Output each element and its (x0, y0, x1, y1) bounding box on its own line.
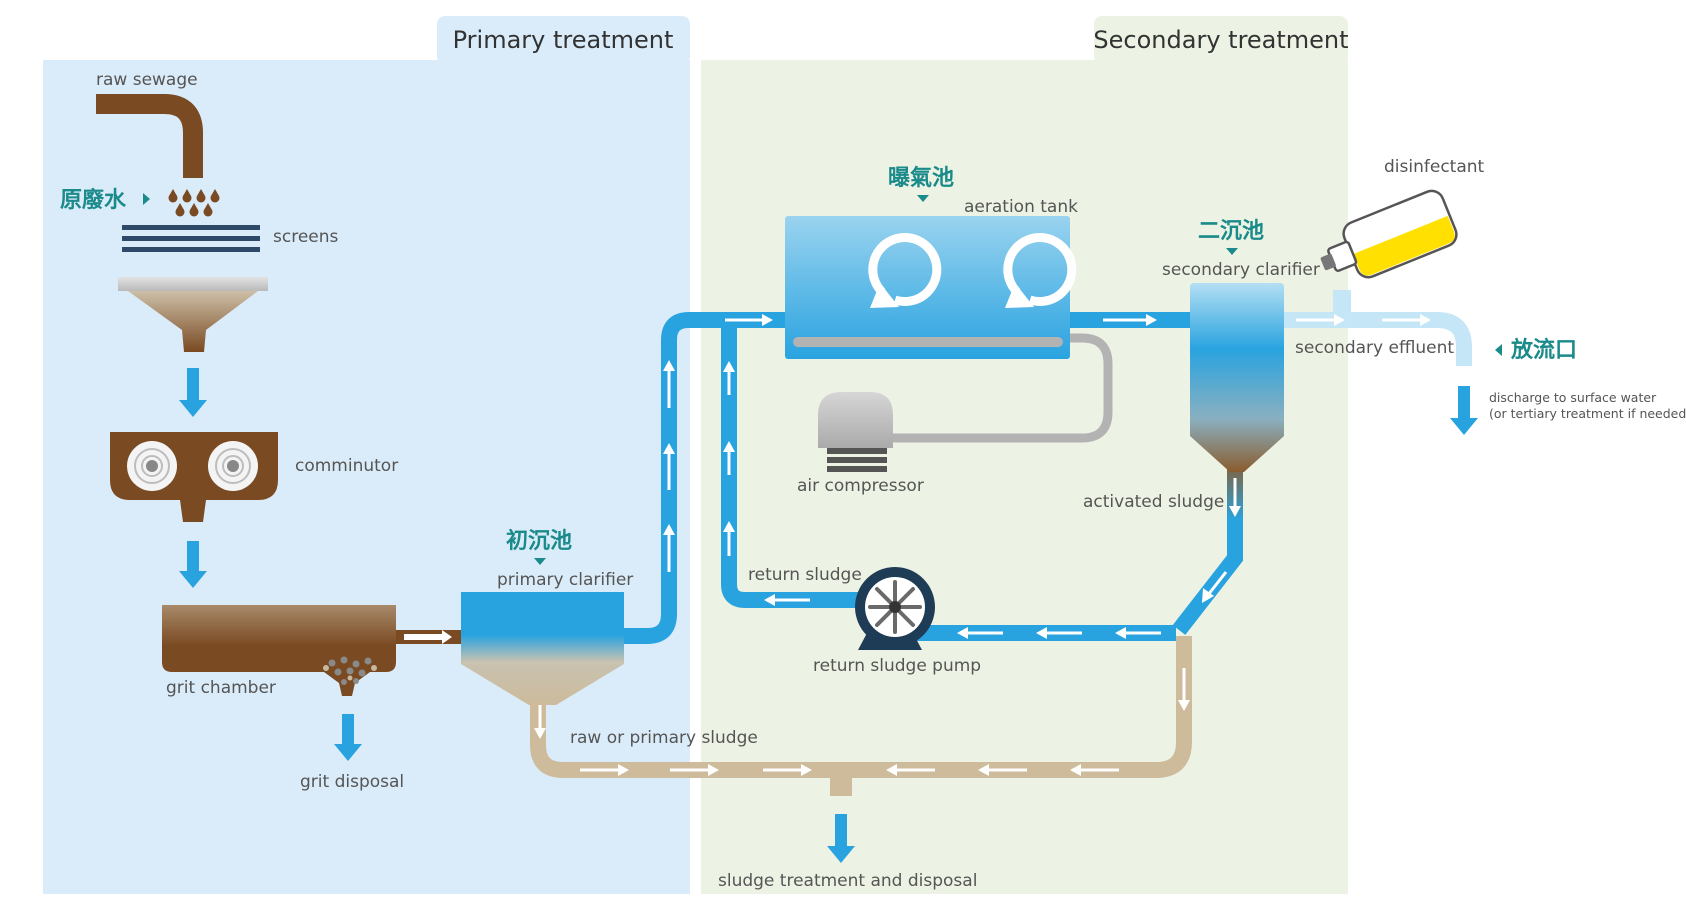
flow-arrow-left-6 (978, 764, 1027, 776)
flow-arrow-to-grit-disposal (334, 714, 362, 761)
waste-sludge-pipe (530, 636, 1192, 778)
comminutor-label: comminutor (295, 456, 398, 476)
air-hose (798, 333, 1113, 443)
return-sludge-label: return sludge (748, 565, 862, 585)
secondary-clarifier-zh-label: 二沉池 (1198, 219, 1264, 244)
return-sludge-pipe (721, 320, 860, 608)
screens-label: screens (273, 227, 339, 247)
primary-clarifier-pointer-icon (534, 558, 546, 565)
flow-arrow-right-7 (763, 764, 812, 776)
flow-arrow-up-5 (723, 441, 735, 475)
discharge-label-line2: (or tertiary treatment if needed) (1489, 406, 1686, 421)
pipe-flow-arrows (534, 314, 1431, 776)
grit-chamber-label: grit chamber (166, 678, 276, 698)
aeration-tank-zh-label: 曝氣池 (888, 165, 954, 191)
return-sludge-pump-label: return sludge pump (813, 656, 981, 676)
mixing-arrow-icon-2 (1003, 233, 1077, 308)
aeration-diffuser (793, 337, 1063, 347)
sludge-outlet (830, 770, 852, 796)
grit-disposal-label: grit disposal (300, 772, 404, 792)
aeration-tank-pointer-icon (917, 195, 929, 202)
secondary-clarifier-pointer-icon (1226, 248, 1238, 255)
raw-sewage-zh-label: 原廢水 (60, 187, 127, 213)
flow-arrow-down-3 (534, 705, 546, 739)
flow-arrow-grit-to-clarifier (404, 630, 452, 644)
primary-section-title: Primary treatment (453, 26, 674, 54)
flow-arrow-up-4 (723, 521, 735, 556)
discharge-label-line1: discharge to surface water (1489, 390, 1657, 405)
flow-arrow-right-4 (1382, 314, 1431, 326)
activated-sludge-label: activated sludge (1083, 492, 1224, 512)
primary-clarifier-zh-label: 初沉池 (506, 528, 572, 554)
flow-arrow-up-6 (723, 361, 735, 395)
flow-arrow-left-1 (764, 594, 810, 606)
secondary-clarifier-tank (1190, 283, 1284, 472)
secondary-effluent-label: secondary effluent (1295, 338, 1454, 358)
disinfectant-label: disinfectant (1384, 157, 1485, 177)
flow-arrow-right-1 (725, 314, 773, 326)
sludge-treatment-label: sludge treatment and disposal (718, 871, 977, 891)
flow-arrow-to-sludge-treatment (827, 814, 855, 863)
flow-arrow-up-1 (663, 524, 675, 572)
disinfectant-inlet (1333, 290, 1351, 316)
secondary-clarifier-label: secondary clarifier (1162, 260, 1320, 280)
flow-arrow-discharge (1450, 386, 1478, 435)
outfall-pointer-icon (1495, 344, 1502, 356)
primary-clarifier-label: primary clarifier (497, 570, 633, 590)
flow-arrow-to-grit-chamber (179, 541, 207, 588)
mixing-arrow-icon-1 (868, 233, 942, 308)
flow-arrow-diag-1 (1202, 571, 1228, 603)
disinfectant-bottle-icon (1320, 189, 1458, 279)
flow-arrow-left-7 (1070, 764, 1119, 776)
screen-funnel-icon (118, 277, 268, 352)
flow-arrow-left-4 (1115, 627, 1161, 639)
flow-arrow-right-3 (1296, 314, 1345, 326)
flow-arrow-left-5 (886, 764, 935, 776)
flow-arrow-left-2 (957, 627, 1003, 639)
screens-icon (122, 225, 260, 252)
air-compressor-label: air compressor (797, 476, 924, 496)
aeration-tank-label: aeration tank (964, 197, 1078, 217)
flow-arrow-right-6 (670, 764, 719, 776)
raw-sewage-label: raw sewage (96, 70, 198, 90)
raw-sewage-pointer-icon (143, 193, 150, 205)
flow-arrow-right-2 (1103, 314, 1157, 326)
flow-arrow-up-3 (663, 360, 675, 408)
flow-arrow-down-1 (1229, 478, 1241, 517)
secondary-effluent-pipe (1280, 312, 1472, 366)
secondary-section-title: Secondary treatment (1093, 26, 1348, 54)
flow-arrow-to-comminutor (179, 368, 207, 417)
return-sludge-pump-icon (855, 567, 935, 650)
comminutor-icon (110, 432, 278, 522)
primary-clarifier-tank (461, 592, 624, 705)
air-compressor-icon (818, 392, 893, 472)
flow-arrow-right-5 (580, 764, 629, 776)
raw-sewage-pipe (96, 94, 203, 178)
flow-arrow-down-2 (1178, 668, 1190, 711)
flow-arrow-left-3 (1036, 627, 1082, 639)
raw-or-primary-sludge-label: raw or primary sludge (570, 728, 758, 748)
flow-arrow-up-2 (663, 443, 675, 490)
outfall-zh-label: 放流口 (1510, 337, 1577, 363)
sewage-drops-icon (168, 189, 220, 217)
